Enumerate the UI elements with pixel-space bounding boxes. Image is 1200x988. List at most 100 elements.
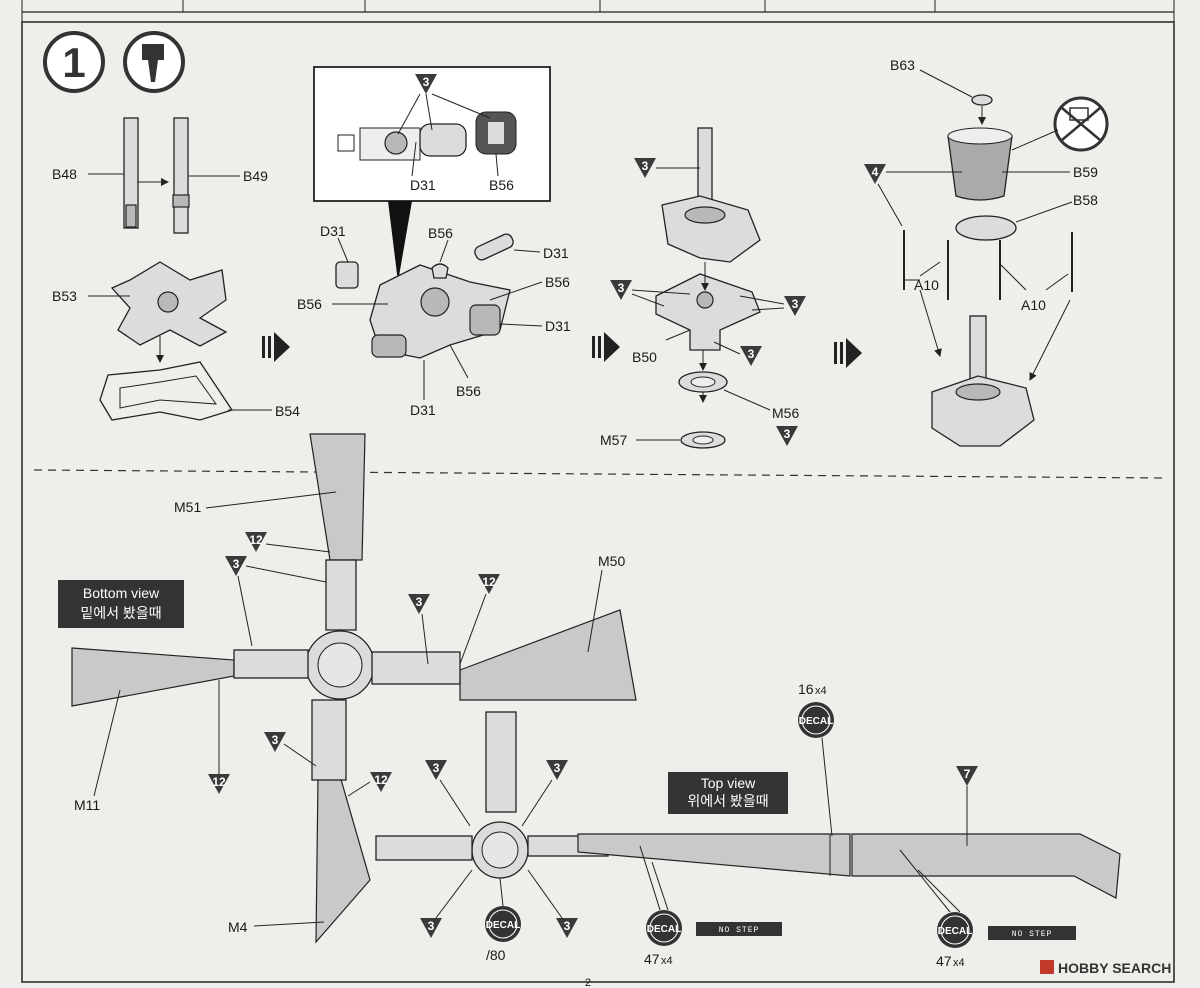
label-b56-a: B56 <box>428 225 453 241</box>
callout-3-a: 3 <box>634 158 656 178</box>
pin-d31-left <box>335 261 359 289</box>
bottom-view-label: Bottom view 밑에서 봤을때 <box>58 580 184 628</box>
svg-text:12: 12 <box>482 575 496 589</box>
label-m57: M57 <box>600 432 627 448</box>
svg-text:DECAL: DECAL <box>799 716 833 727</box>
callout-3-j: 3 <box>546 760 568 780</box>
svg-text:밑에서 봤을때: 밑에서 봤을때 <box>80 605 161 621</box>
label-a10-a: A10 <box>914 277 939 293</box>
top-hub <box>375 711 609 879</box>
label-d31-d: D31 <box>410 402 436 418</box>
svg-text:/80: /80 <box>486 947 506 963</box>
svg-text:3: 3 <box>564 919 571 933</box>
label-b56-b: B56 <box>545 274 570 290</box>
svg-text:3: 3 <box>416 595 423 609</box>
svg-text:3: 3 <box>784 427 791 441</box>
svg-text:HOBBY SEARCH: HOBBY SEARCH <box>1058 960 1171 976</box>
label-b56-c: B56 <box>297 296 322 312</box>
svg-text:NO STEP: NO STEP <box>719 926 760 935</box>
label-b54: B54 <box>275 403 300 419</box>
decal-16: 16 x4 DECAL <box>798 681 834 738</box>
page-frame <box>21 21 1175 983</box>
svg-text:3: 3 <box>792 297 799 311</box>
label-d31-a: D31 <box>320 223 346 239</box>
svg-text:Bottom view: Bottom view <box>83 585 160 601</box>
svg-text:47: 47 <box>644 951 660 967</box>
svg-text:위에서 봤을때: 위에서 봤을때 <box>687 793 768 809</box>
callout-3-h: 3 <box>264 732 286 752</box>
label-b50: B50 <box>632 349 657 365</box>
label-b53: B53 <box>52 288 77 304</box>
section-divider <box>33 469 1165 479</box>
shaft-b49 <box>172 117 190 234</box>
svg-text:3: 3 <box>233 557 240 571</box>
callout-3-k: 3 <box>420 918 442 938</box>
rotor-mast-3 <box>661 127 761 263</box>
bracket-b56-top <box>431 263 449 279</box>
decal-80: DECAL /80 <box>485 906 521 963</box>
svg-text:12: 12 <box>249 533 263 547</box>
svg-text:16: 16 <box>798 681 814 697</box>
callout-3-c: 3 <box>784 296 806 316</box>
no-step-marking-a: NO STEP <box>696 922 782 936</box>
svg-text:x4: x4 <box>815 685 827 697</box>
callout-3-e: 3 <box>776 426 798 446</box>
washer-m57 <box>680 431 726 449</box>
callout-12-a: 12 <box>245 532 267 552</box>
plate-b54 <box>99 361 234 421</box>
top-blade-long <box>577 833 1121 899</box>
blade-m4 <box>315 775 371 944</box>
step-number-badge: 1 <box>43 31 105 93</box>
label-b56-d: B56 <box>456 383 481 399</box>
callout-3-l: 3 <box>556 918 578 938</box>
label-d31-inset: D31 <box>410 177 436 193</box>
decal-47-a: DECAL 47 x4 <box>644 910 682 967</box>
callout-12-b: 12 <box>478 574 500 594</box>
callout-3-d: 3 <box>740 346 762 366</box>
watermark: HOBBY SEARCH <box>1040 960 1171 976</box>
top-view-label: Top view 위에서 봤을때 <box>668 772 788 814</box>
svg-text:3: 3 <box>618 281 625 295</box>
label-b49: B49 <box>243 168 268 184</box>
step-arrow-2 <box>592 332 620 362</box>
cap-b63 <box>971 94 993 106</box>
svg-text:DECAL: DECAL <box>938 926 972 937</box>
svg-text:12: 12 <box>212 775 226 789</box>
callout-12-d: 12 <box>370 772 392 792</box>
step-arrow-1 <box>262 332 290 362</box>
svg-text:7: 7 <box>964 767 971 781</box>
callout-3-i: 3 <box>425 760 447 780</box>
detail-inset <box>313 66 551 282</box>
svg-text:DECAL: DECAL <box>486 920 520 931</box>
ring-m56 <box>678 371 728 393</box>
page-number: 2 <box>585 977 591 988</box>
callout-12-c: 12 <box>208 774 230 794</box>
label-b48: B48 <box>52 166 77 182</box>
label-m56: M56 <box>772 405 799 421</box>
svg-text:1: 1 <box>62 39 85 86</box>
cover-b59 <box>947 127 1013 201</box>
svg-text:3: 3 <box>423 75 430 89</box>
blade-m50 <box>459 609 637 701</box>
svg-text:3: 3 <box>642 159 649 173</box>
callout-3-inset: 3 <box>415 74 437 94</box>
svg-text:3: 3 <box>748 347 755 361</box>
label-m4: M4 <box>228 919 248 935</box>
step-arrow-3 <box>834 338 862 368</box>
svg-text:x4: x4 <box>661 955 673 967</box>
callout-3-f: 3 <box>225 556 247 576</box>
bottom-hub <box>233 559 461 781</box>
svg-text:3: 3 <box>554 761 561 775</box>
label-a10-b: A10 <box>1021 297 1046 313</box>
blade-m11 <box>71 647 235 707</box>
hub-assembly-2 <box>369 264 511 359</box>
label-m11: M11 <box>74 797 100 813</box>
label-m50: M50 <box>598 553 625 569</box>
shaft-b48 <box>123 117 139 229</box>
no-step-marking-b: NO STEP <box>988 926 1076 940</box>
label-b56-inset: B56 <box>489 177 514 193</box>
svg-text:NO STEP: NO STEP <box>1012 930 1053 939</box>
svg-text:47: 47 <box>936 953 952 969</box>
callout-7: 7 <box>956 766 978 786</box>
